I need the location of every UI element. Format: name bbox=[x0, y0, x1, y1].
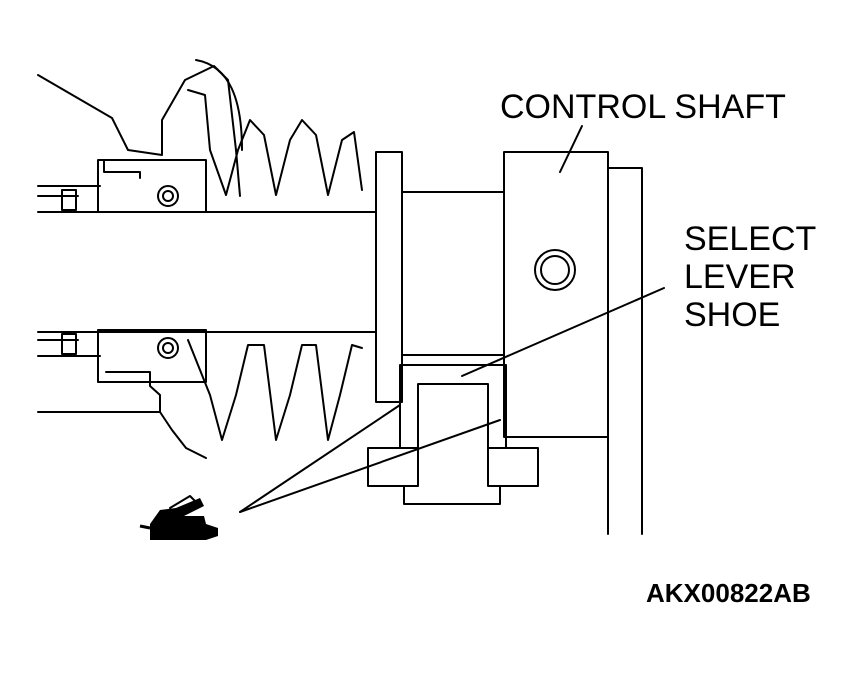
lower-boot bbox=[37, 329, 363, 459]
control-shaft-block bbox=[503, 151, 643, 535]
lever-label: LEVER bbox=[684, 258, 796, 296]
select-lever-shoe bbox=[367, 364, 539, 505]
housing-flange bbox=[375, 151, 505, 403]
control-shaft-label: CONTROL SHAFT bbox=[500, 88, 786, 126]
upper-boot-clamp bbox=[97, 159, 207, 213]
shoe-label: SHOE bbox=[684, 296, 781, 334]
upper-boot bbox=[37, 59, 363, 197]
leader-lines bbox=[239, 125, 665, 513]
control-shaft-rod bbox=[37, 185, 377, 357]
select-label: SELECT bbox=[684, 220, 817, 258]
grease-gun-icon bbox=[139, 495, 218, 540]
figure-code: AKX00822AB bbox=[646, 578, 811, 608]
